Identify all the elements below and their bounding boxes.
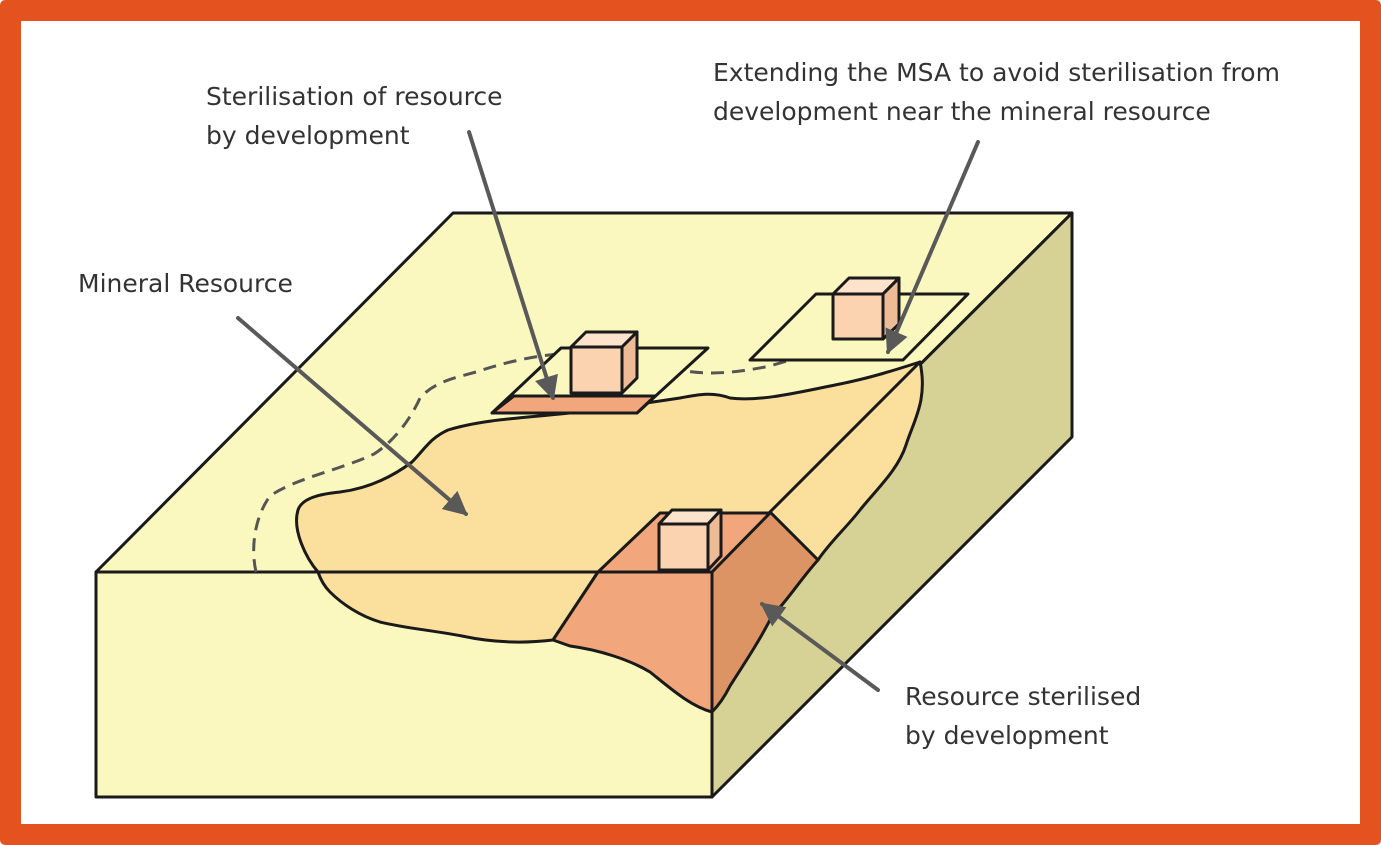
arrow-resource-sterilised bbox=[760, 602, 880, 692]
label-sterilisation-line-1: Sterilisation of resource bbox=[206, 82, 503, 111]
building-3-front bbox=[657, 522, 710, 572]
plot-1-sterilised-part bbox=[490, 394, 657, 415]
sterilised-resource-front bbox=[551, 570, 714, 714]
ground-right-face bbox=[710, 211, 1074, 799]
building-1-side bbox=[620, 330, 639, 395]
building-1-front bbox=[569, 345, 624, 395]
label-mineral-resource-text: Mineral Resource bbox=[78, 269, 293, 298]
label-sterilisation-line-2: by development bbox=[206, 121, 410, 150]
arrow-sterilisation-of-resource bbox=[467, 130, 558, 401]
mineral-resource-front-section bbox=[316, 570, 600, 644]
pointer-arrows bbox=[236, 130, 980, 692]
label-resource-sterilised: Resource sterilised by development bbox=[905, 677, 1141, 755]
arrow-extending-msa bbox=[885, 140, 980, 355]
building-plot-2 bbox=[748, 276, 970, 362]
mineral-resource-side-section bbox=[768, 360, 924, 562]
building-2-front bbox=[831, 292, 885, 341]
label-mineral-resource: Mineral Resource bbox=[78, 264, 293, 303]
label-extending-msa: Extending the MSA to avoid sterilisation… bbox=[713, 53, 1280, 131]
label-extending-msa-line-2: development near the mineral resource bbox=[713, 97, 1211, 126]
label-extending-msa-line-1: Extending the MSA to avoid sterilisation… bbox=[713, 58, 1280, 87]
label-resource-sterilised-line-1: Resource sterilised bbox=[905, 682, 1142, 711]
building-3-side bbox=[706, 508, 723, 572]
arrow-mineral-resource bbox=[236, 316, 468, 516]
building-3 bbox=[657, 508, 723, 572]
label-sterilisation-of-resource: Sterilisation of resource by development bbox=[206, 77, 503, 155]
label-resource-sterilised-line-2: by development bbox=[905, 721, 1109, 750]
